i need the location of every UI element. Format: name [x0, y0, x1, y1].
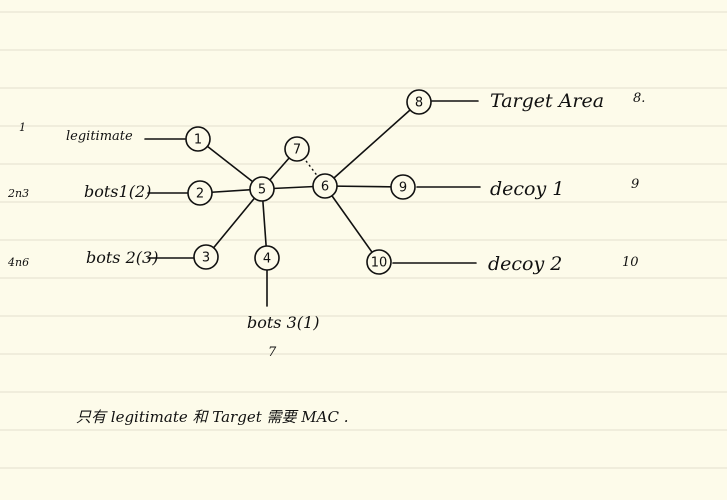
node-label-6: 6 — [321, 180, 329, 195]
bots3-label: bots 3(1) — [247, 313, 319, 332]
node-circle-2 — [187, 180, 213, 206]
node-label-2: 2 — [196, 187, 204, 202]
bots2-label: bots 2(3) — [86, 248, 158, 267]
edge-3-5 — [205, 188, 263, 258]
node-2: 2 — [187, 180, 213, 206]
node-7: 7 — [284, 136, 310, 162]
edge-1-5 — [197, 138, 263, 190]
edge-6-8 — [324, 101, 420, 187]
margin-note-1: 1 — [19, 121, 26, 134]
node-9: 9 — [390, 174, 416, 200]
node-label-3: 3 — [202, 251, 210, 266]
node-label-1: 1 — [194, 133, 202, 148]
node-6: 6 — [312, 173, 338, 199]
node-5: 5 — [249, 176, 275, 202]
margin-note-9: 9 — [631, 177, 639, 192]
footnote: 只有 legitimate 和 Target 需要 MAC . — [76, 408, 348, 426]
decoy2-label: decoy 2 — [488, 253, 562, 275]
bots1-label: bots1(2) — [84, 182, 151, 201]
margin-note-7: 7 — [268, 345, 277, 360]
margin-note-8: 8. — [633, 91, 645, 106]
node-4: 4 — [254, 245, 280, 271]
margin-note-10: 10 — [622, 255, 639, 270]
node-circle-6 — [312, 173, 338, 199]
node-label-4: 4 — [263, 252, 271, 267]
node-circle-5 — [249, 176, 275, 202]
node-label-8: 8 — [415, 96, 423, 111]
edge-6-10 — [324, 185, 380, 263]
node-3: 3 — [193, 244, 219, 270]
target-area-label: Target Area — [490, 90, 604, 112]
node-circle-1 — [185, 126, 211, 152]
node-circle-3 — [193, 244, 219, 270]
node-circle-7 — [284, 136, 310, 162]
node-circle-10 — [366, 249, 392, 275]
edge-6-9 — [324, 185, 404, 188]
margin-note-4n6: 4n6 — [7, 256, 29, 269]
node-10: 10 — [366, 249, 392, 275]
nodes-group: 1 2 3 4 5 6 7 8 9 10 — [185, 89, 432, 275]
node-circle-4 — [254, 245, 280, 271]
node-label-9: 9 — [399, 181, 407, 196]
margin-note-2n3: 2n3 — [7, 187, 29, 200]
legitimate-label: legitimate — [66, 129, 133, 144]
node-1: 1 — [185, 126, 211, 152]
stub-lines — [144, 100, 481, 307]
node-circle-9 — [390, 174, 416, 200]
ruled-lines — [0, 11, 727, 469]
node-label-5: 5 — [258, 183, 266, 198]
node-8: 8 — [406, 89, 432, 115]
node-label-10: 10 — [371, 256, 388, 271]
node-label-7: 7 — [293, 143, 301, 158]
node-circle-8 — [406, 89, 432, 115]
decoy1-label: decoy 1 — [490, 178, 564, 200]
